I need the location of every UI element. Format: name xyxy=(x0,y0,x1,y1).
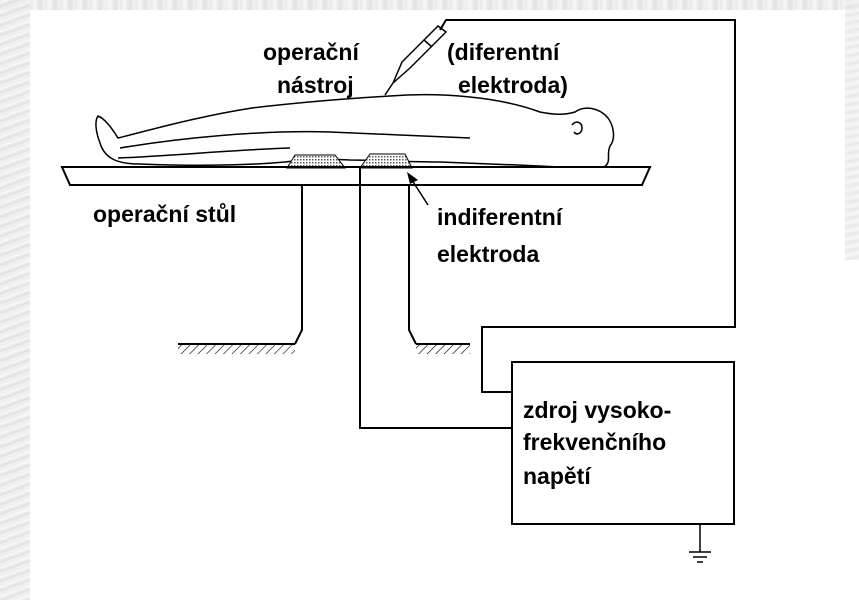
label-indiff-electrode-line1: indiferentní xyxy=(437,204,564,230)
decorative-border-top xyxy=(0,0,859,10)
table-leg-left xyxy=(294,185,303,345)
indifferent-electrode-pad xyxy=(359,153,413,169)
decorative-border-left xyxy=(0,0,30,600)
patient-body xyxy=(95,93,615,168)
patient-arm xyxy=(119,130,471,149)
hf-generator-box xyxy=(511,361,735,525)
surgical-instrument xyxy=(384,25,448,96)
label-source-line3: napětí xyxy=(523,463,592,489)
patient-ear xyxy=(571,121,583,135)
decorative-border-right xyxy=(845,0,859,260)
ground-icon xyxy=(689,524,711,563)
label-source-line2: frekvenčního xyxy=(523,429,666,455)
indifferent-electrode-arrow xyxy=(407,172,429,206)
patient-leg-split xyxy=(117,147,291,159)
floor-hatch-right xyxy=(416,345,470,354)
label-operating-table: operační stůl xyxy=(93,201,236,227)
floor-hatch-left xyxy=(178,345,295,354)
operating-table-top xyxy=(60,166,652,186)
label-indiff-electrode-line2: elektroda xyxy=(437,241,539,267)
wire-active xyxy=(439,19,736,393)
label-diff-electrode-line2: elektroda) xyxy=(458,72,568,98)
label-diff-electrode-line1: (diferentní xyxy=(447,39,561,65)
table-leg-right xyxy=(408,185,417,345)
label-instrument-line1: operační xyxy=(263,39,360,65)
wire-return xyxy=(359,167,512,429)
label-source-line1: zdroj vysoko- xyxy=(523,397,671,423)
label-instrument-line2: nástroj xyxy=(277,72,354,98)
